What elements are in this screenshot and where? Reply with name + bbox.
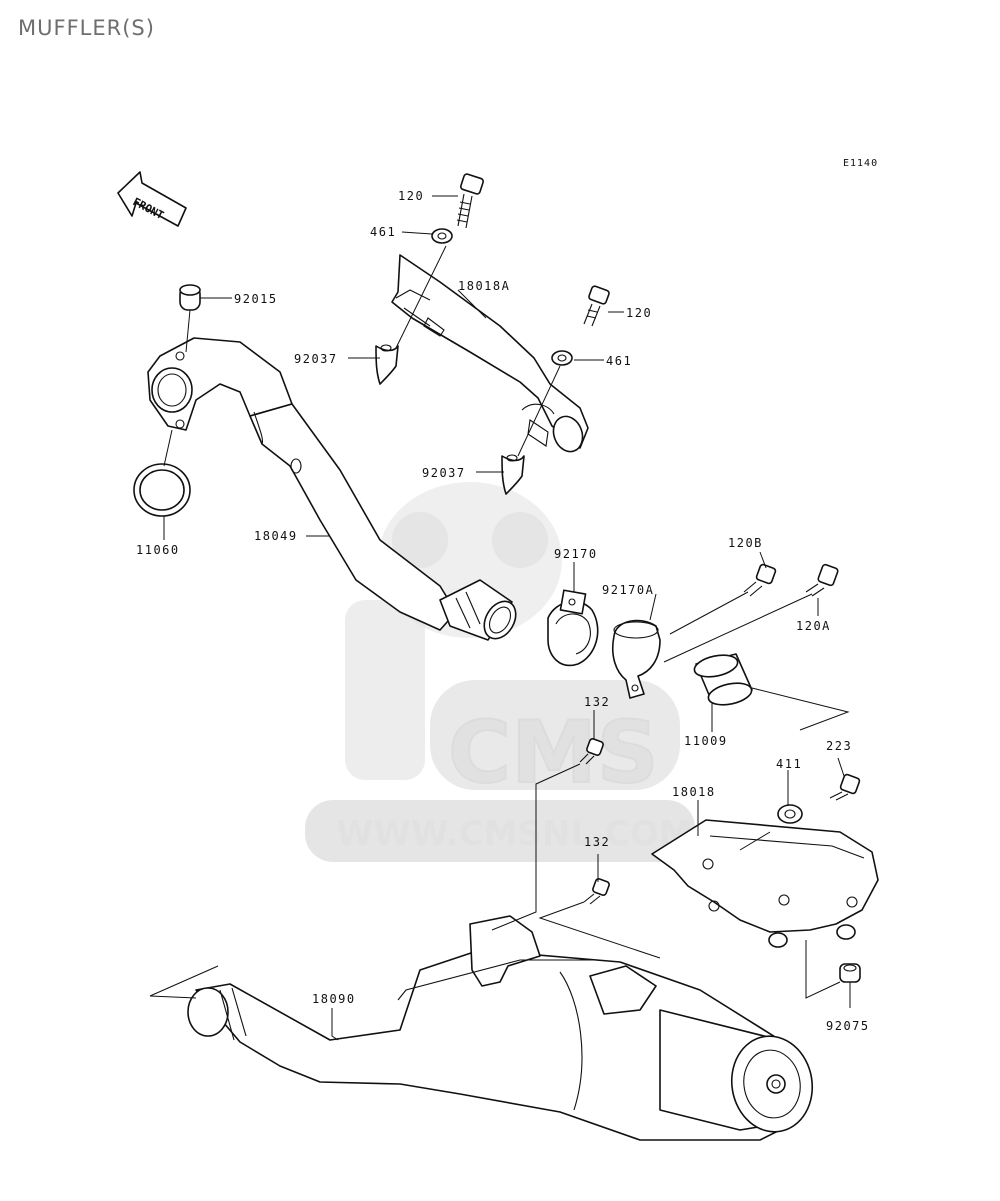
front-arrow: FRONT <box>117 171 187 227</box>
leader-lines <box>149 195 851 1041</box>
label-11009: 11009 <box>684 734 728 748</box>
bolt-132-upper <box>579 738 604 765</box>
bolt-120A <box>805 563 839 597</box>
muffler-18090 <box>187 915 814 1141</box>
bolt-120-right <box>551 285 610 366</box>
label-132-upper: 132 <box>584 695 610 709</box>
label-92037-upper: 92037 <box>294 352 338 366</box>
label-92170A: 92170A <box>602 583 654 597</box>
bolt-120B <box>743 563 777 597</box>
label-92037-lower: 92037 <box>422 466 466 480</box>
label-18018A: 18018A <box>458 279 510 293</box>
clamp-92170A <box>611 619 661 699</box>
label-132-lower: 132 <box>584 835 610 849</box>
label-120-right: 120 <box>626 306 652 320</box>
label-18090: 18090 <box>312 992 356 1006</box>
bolt-120-top <box>431 173 485 244</box>
collar-92015 <box>179 284 201 311</box>
label-461-top: 461 <box>370 225 396 239</box>
clamp-92037-lower <box>501 454 525 495</box>
label-120A: 120A <box>796 619 831 633</box>
label-92015: 92015 <box>234 292 278 306</box>
clamp-92037-upper <box>375 344 399 385</box>
label-18018: 18018 <box>672 785 716 799</box>
diagram-code: E1140 <box>843 158 878 169</box>
label-11060: 11060 <box>136 543 180 557</box>
label-411: 411 <box>776 757 802 771</box>
watermark: CMS WWW.CMSNL.COM <box>305 482 695 862</box>
watermark-url: WWW.CMSNL.COM <box>336 814 693 854</box>
gasket-11060 <box>133 463 191 517</box>
label-92170: 92170 <box>554 547 598 561</box>
clamp-92170 <box>547 589 599 667</box>
heat-shield-18018 <box>651 819 879 948</box>
label-120-top: 120 <box>398 189 424 203</box>
nut-92075 <box>839 963 861 983</box>
watermark-logo: CMS <box>448 703 659 803</box>
exhaust-pipe-18049 <box>147 337 517 641</box>
screw-223 <box>829 773 861 801</box>
heat-cover-18018A <box>391 254 589 453</box>
label-18049: 18049 <box>254 529 298 543</box>
bolt-132-lower <box>583 878 610 905</box>
label-92075: 92075 <box>826 1019 870 1033</box>
washer-411 <box>777 804 803 824</box>
label-461-right: 461 <box>606 354 632 368</box>
page-title: MUFFLER(S) <box>18 16 155 40</box>
label-223: 223 <box>826 739 852 753</box>
gasket-11009 <box>693 653 753 706</box>
label-120B: 120B <box>728 536 763 550</box>
